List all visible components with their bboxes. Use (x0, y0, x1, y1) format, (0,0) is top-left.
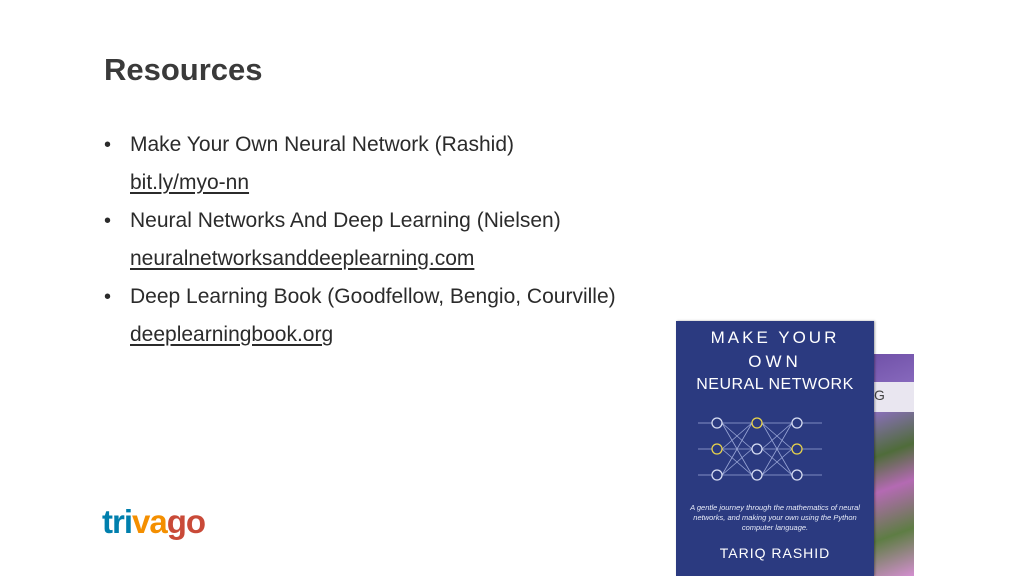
bullet: • (104, 210, 112, 232)
neural-network-diagram-icon (698, 417, 822, 481)
slide-title: Resources (104, 52, 263, 87)
resource-title: Neural Networks And Deep Learning (Niels… (130, 209, 561, 232)
logo-part: tri (102, 503, 133, 540)
resource-title: Make Your Own Neural Network (Rashid) (130, 133, 514, 156)
list-item: • Deep Learning Book (Goodfellow, Bengio… (104, 278, 616, 354)
bullet: • (104, 134, 112, 156)
list-item: • Make Your Own Neural Network (Rashid) … (104, 126, 616, 202)
book-cover-neural-network: MAKE YOUR OWN NEURAL NETWORK (676, 321, 874, 576)
resource-link[interactable]: neuralnetworksanddeeplearning.com (130, 247, 475, 270)
bullet: • (104, 286, 112, 308)
resource-link[interactable]: deeplearningbook.org (130, 323, 334, 346)
list-item: • Neural Networks And Deep Learning (Nie… (104, 202, 616, 278)
logo-part: go (166, 503, 206, 540)
book-blurb: A gentle journey through the mathematics… (690, 503, 860, 532)
book-title-line: NEURAL NETWORK (696, 376, 854, 393)
book-title-line: MAKE YOUR (710, 328, 840, 347)
resource-list: • Make Your Own Neural Network (Rashid) … (104, 126, 616, 354)
book-author: TARIQ RASHID (719, 545, 831, 561)
cover-letter: G (874, 387, 885, 403)
book-title-line: OWN (748, 352, 802, 371)
logo-part: va (132, 503, 168, 540)
trivago-logo: trivago (102, 503, 206, 541)
resource-title: Deep Learning Book (Goodfellow, Bengio, … (130, 285, 616, 308)
resource-link[interactable]: bit.ly/myo-nn (130, 171, 250, 194)
